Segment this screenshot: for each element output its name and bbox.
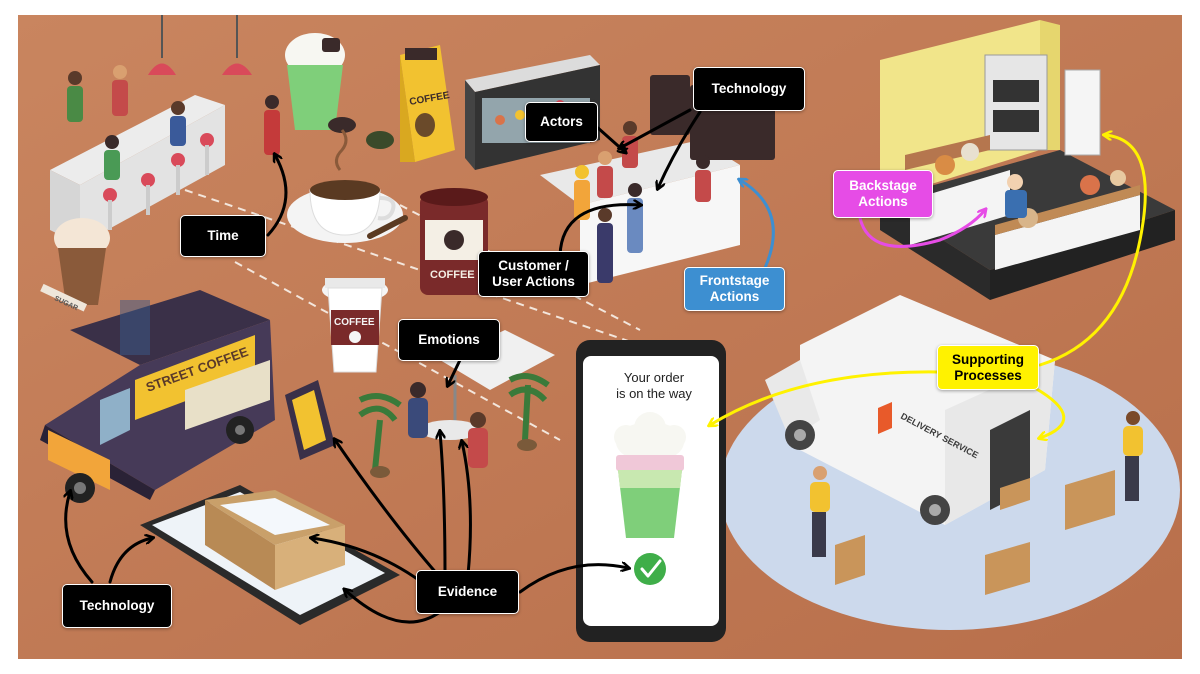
label-actors: Actors <box>525 102 598 142</box>
iced-matcha-drink-illustration <box>285 33 394 149</box>
arrow-evidence-to-menu-board <box>335 440 440 577</box>
arrow-supporting-to-delivery <box>1033 386 1066 438</box>
street-coffee-truck-illustration: STREET COFFEE <box>40 290 275 503</box>
chef <box>1007 174 1023 190</box>
success-check-icon <box>634 553 666 585</box>
arrow-evidence-to-tablet <box>345 590 442 624</box>
arrow-frontstage-to-counter <box>740 180 775 270</box>
arrow-evidence-to-table <box>440 432 447 577</box>
arrow-supporting-to-kitchen <box>1038 135 1147 367</box>
label-technology-top: Technology <box>693 67 805 111</box>
connector-arrows <box>66 108 1147 624</box>
order-status-message: Your order is on the way <box>616 370 692 401</box>
arrow-customer-to-counter <box>558 205 640 260</box>
arrow-supporting-to-phone <box>710 370 940 425</box>
arrow-technology-to-counter <box>658 110 702 188</box>
arrow-technology-to-tablet <box>108 538 152 584</box>
label-frontstage-actions: Frontstage Actions <box>684 267 785 311</box>
menu-board-illustration <box>285 380 335 460</box>
label-supporting-processes: Supporting Processes <box>937 345 1039 390</box>
label-customer-actions: Customer / User Actions <box>478 251 589 297</box>
arrow-technology-to-truck <box>66 492 94 584</box>
takeaway-coffee-cup-illustration: COFFEE <box>322 278 388 373</box>
arrow-emotions-to-customer <box>448 358 462 385</box>
label-emotions: Emotions <box>398 319 500 361</box>
tablet-with-package-illustration <box>140 485 400 625</box>
coffee-bar-area <box>50 15 280 245</box>
label-backstage-actions: Backstage Actions <box>833 170 933 218</box>
label-technology-bottom: Technology <box>62 584 172 628</box>
arrow-technology-to-staff <box>620 108 692 148</box>
label-evidence: Evidence <box>416 570 519 614</box>
arrow-evidence-to-plant <box>462 442 472 577</box>
coffee-cup-on-saucer-illustration <box>287 129 408 243</box>
coffee-bag-illustration: COFFEE <box>400 45 455 162</box>
label-time: Time <box>180 215 266 257</box>
arrow-evidence-to-phone <box>518 565 628 594</box>
kitchen-area <box>880 20 1175 300</box>
arrow-time-to-waiter <box>266 155 288 237</box>
arrow-actors-to-staff <box>596 126 625 152</box>
coffee-cup-text: COFFEE <box>334 317 375 328</box>
coffee-can-illustration: COFFEE <box>420 188 488 295</box>
coffee-can-text: COFFEE <box>430 269 475 281</box>
arrow-backstage-to-chef <box>858 210 985 248</box>
